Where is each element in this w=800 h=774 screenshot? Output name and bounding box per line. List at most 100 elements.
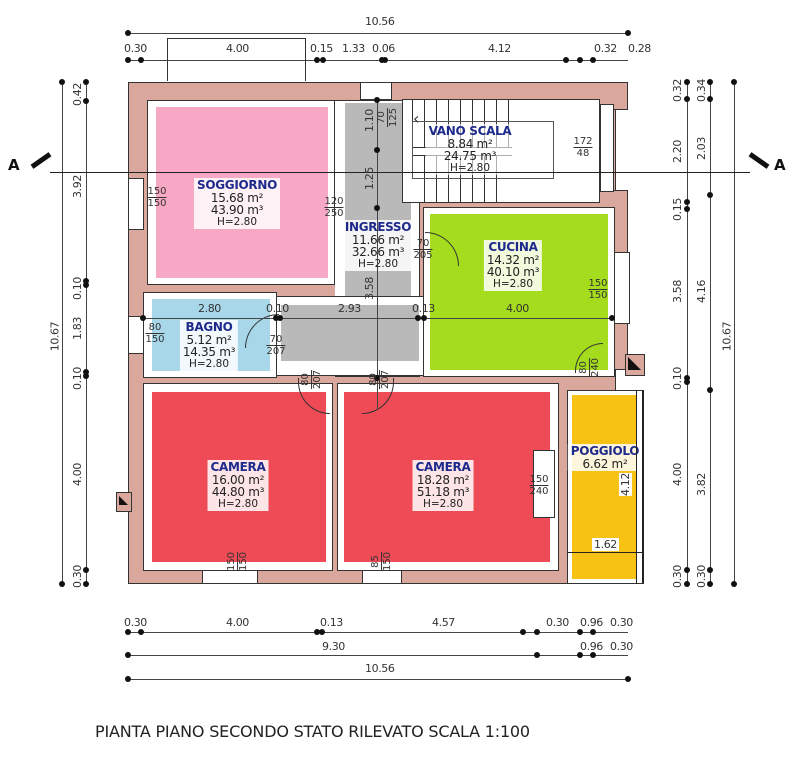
room-name: POGGIOLO: [570, 444, 640, 458]
dim-tick: [684, 206, 690, 212]
dim-poggiolo-h: 4.12: [618, 473, 632, 496]
dim-bottom-seg: 0.30: [610, 616, 633, 629]
dim-tick: [125, 676, 131, 682]
dim-left-seg: 1.83: [70, 317, 84, 340]
dim-tick: [731, 79, 737, 85]
dim-tick: [83, 373, 89, 379]
balcony-door-camera-2: [533, 450, 555, 518]
room-name: INGRESSO: [344, 220, 412, 234]
stair-direction-arrow-icon: ‹: [413, 109, 420, 128]
dim-tick: [707, 581, 713, 587]
label-soggiorno: SOGGIORNO 15.68 m² 43.90 m³ H=2.80: [194, 178, 280, 229]
dim-tick: [140, 315, 146, 321]
dim-top-seg: 4.12: [488, 42, 511, 55]
dim-right-seg: 0.32: [670, 79, 684, 102]
dim-line: [62, 82, 63, 584]
dim-tick: [609, 315, 615, 321]
room-name: CUCINA: [488, 240, 538, 254]
dim-bottom-seg: 0.30: [546, 616, 569, 629]
dim-tick: [707, 387, 713, 393]
dim-tick: [83, 98, 89, 104]
dim-tick: [577, 629, 583, 635]
dim-tick: [684, 567, 690, 573]
dim-tick: [83, 369, 89, 375]
drawing-title: PIANTA PIANO SECONDO STATO RILEVATO SCAL…: [95, 722, 530, 741]
dim-right-seg: 2.20: [670, 140, 684, 163]
dim-line-interior-v: [377, 100, 378, 410]
dim-interior: 3.58: [362, 277, 376, 300]
room-area: 5.12 m²: [186, 332, 232, 347]
dim-right-seg: 0.30: [670, 565, 684, 588]
label-bagno: BAGNO 5.12 m² 14.35 m³ H=2.80: [179, 320, 239, 371]
dim-tick: [125, 652, 131, 658]
dim-right-seg: 0.15: [670, 198, 684, 221]
dim-left-seg: 0.10: [70, 277, 84, 300]
window-camera-2: [362, 570, 402, 584]
dim-tick: [534, 629, 540, 635]
window-camera-1: [202, 570, 258, 584]
dim-tick: [138, 629, 144, 635]
dim-interior: 2.80: [198, 302, 221, 315]
dim-bottom-seg: 4.00: [226, 616, 249, 629]
label-camera-2: CAMERA 18.28 m² 51.18 m³ H=2.80: [412, 460, 474, 511]
dim-tick: [273, 315, 279, 321]
section-label-right: A: [774, 156, 786, 174]
room-area: 15.68 m²: [210, 190, 264, 205]
dim-line: [86, 82, 87, 584]
room-volume: 43.90 m³: [210, 203, 264, 218]
dim-right-seg: 3.58: [670, 280, 684, 303]
room-height: H=2.80: [188, 357, 230, 370]
dim-left-seg: 0.42: [70, 83, 84, 106]
room-name: VANO SCALA: [428, 124, 512, 138]
flue-icon-east: [625, 354, 645, 376]
dim-tick: [382, 57, 388, 63]
dim-bottom-seg: 0.13: [320, 616, 343, 629]
room-fill: [281, 305, 419, 361]
dim-interior: 1.10: [362, 109, 376, 132]
dim-right-seg: 4.16: [694, 280, 708, 303]
dim-tick: [590, 652, 596, 658]
dim-tick: [590, 629, 596, 635]
dim-top-seg: 0.28: [628, 42, 651, 55]
dim-tick: [684, 379, 690, 385]
dim-line: [128, 60, 628, 61]
dim-bottom-seg: 0.30: [610, 640, 633, 653]
dim-right-total: 10.67: [720, 321, 734, 352]
dim-top-seg: 0.30: [124, 42, 147, 55]
dim-right-seg: 0.34: [694, 79, 708, 102]
room-volume: 40.10 m³: [486, 265, 540, 280]
dim-tick: [374, 97, 380, 103]
room-area: 8.84 m²: [447, 136, 493, 151]
dim-tick: [684, 375, 690, 381]
room-height: H=2.80: [357, 257, 399, 270]
room-name: CAMERA: [210, 460, 266, 474]
dim-tick: [83, 278, 89, 284]
section-line-a: [50, 172, 750, 173]
dim-left-seg: 0.30: [70, 565, 84, 588]
dim-left-seg: 0.10: [70, 367, 84, 390]
dim-tick: [707, 79, 713, 85]
label-vano-scala: VANO SCALA 8.84 m² 24.75 m³ H=2.80: [425, 124, 515, 175]
label-poggiolo: POGGIOLO 6.62 m²: [567, 444, 643, 472]
dim-tick: [59, 79, 65, 85]
dim-tick: [319, 629, 325, 635]
dim-line: [128, 632, 628, 633]
dim-bottom-seg: 0.96: [580, 616, 603, 629]
dim-left-total: 10.67: [48, 321, 62, 352]
room-corridor: [275, 296, 425, 376]
dim-bottom-total: 10.56: [365, 662, 395, 675]
window-soggiorno: [128, 178, 144, 230]
dim-line: [734, 82, 735, 584]
dim-tick: [59, 581, 65, 587]
dim-tick: [590, 57, 596, 63]
dim-line: [567, 552, 644, 553]
